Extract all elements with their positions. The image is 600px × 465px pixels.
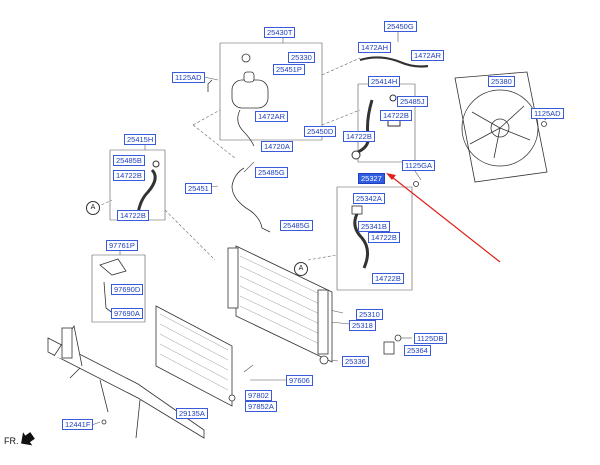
part-label-25336[interactable]: 25336 <box>342 356 369 367</box>
part-label-25415H[interactable]: 25415H <box>124 134 157 145</box>
fasteners <box>101 121 547 425</box>
part-label-14722B-b[interactable]: 14722B <box>117 210 149 221</box>
callout-a-right: A <box>294 262 308 276</box>
part-label-1472AR-mid[interactable]: 1472AR <box>255 111 289 122</box>
reservoir-group-box <box>219 42 323 141</box>
part-label-25327-highlighted[interactable]: 25327 <box>358 173 385 184</box>
part-label-1472AR-right[interactable]: 1472AR <box>411 50 445 61</box>
part-label-25364[interactable]: 25364 <box>404 345 431 356</box>
part-label-1125AD-right[interactable]: 1125AD <box>531 108 564 119</box>
front-end-carrier <box>47 324 205 439</box>
coolant-reservoir <box>207 53 269 147</box>
part-label-1125GA[interactable]: 1125GA <box>402 160 435 171</box>
part-label-14722B-left[interactable]: 14722B <box>343 131 375 142</box>
cooling-fan-assembly <box>454 71 548 183</box>
part-label-25450G[interactable]: 25450G <box>384 21 417 32</box>
part-label-25430T[interactable]: 25430T <box>264 27 296 38</box>
part-label-25450D[interactable]: 25450D <box>304 126 337 137</box>
part-label-14722B-a[interactable]: 14722B <box>113 170 145 181</box>
part-label-14722B-c[interactable]: 14722B <box>368 232 400 243</box>
callout-a-left: A <box>86 201 100 215</box>
part-label-14720A[interactable]: 14720A <box>261 141 293 152</box>
lower-left-hose <box>136 160 160 215</box>
part-label-97690D[interactable]: 97690D <box>111 284 144 295</box>
part-label-14722B-d[interactable]: 14722B <box>372 273 404 284</box>
part-label-25342A[interactable]: 25342A <box>353 193 385 204</box>
red-pointer-arrow <box>386 173 501 263</box>
lower-right-hose <box>351 205 369 269</box>
part-label-1125AD-left[interactable]: 1125AD <box>172 72 205 83</box>
part-label-25485B[interactable]: 25485B <box>113 155 145 166</box>
part-label-1125DB[interactable]: 1125DB <box>414 333 447 344</box>
condenser <box>155 305 233 407</box>
upper-hose <box>351 56 429 160</box>
part-label-25380[interactable]: 25380 <box>488 76 515 87</box>
part-label-25485J[interactable]: 25485J <box>397 96 428 107</box>
part-label-29135A[interactable]: 29135A <box>176 408 208 419</box>
part-label-97606[interactable]: 97606 <box>286 375 313 386</box>
part-label-14722B-top[interactable]: 14722B <box>380 110 412 121</box>
part-label-97852A[interactable]: 97852A <box>245 401 277 412</box>
part-label-97690A[interactable]: 97690A <box>111 308 143 319</box>
lower-hose-group-box <box>336 186 413 291</box>
part-label-25414H[interactable]: 25414H <box>368 76 401 87</box>
part-label-25330[interactable]: 25330 <box>288 52 315 63</box>
left-hose-group-box <box>109 149 166 221</box>
overflow-pipe <box>231 167 271 233</box>
part-label-25310[interactable]: 25310 <box>356 309 383 320</box>
part-label-25341B[interactable]: 25341B <box>358 221 390 232</box>
part-label-25451P[interactable]: 25451P <box>273 64 305 75</box>
bracket-group-box <box>91 254 146 323</box>
part-label-25451[interactable]: 25451 <box>185 183 212 194</box>
part-label-1472AH[interactable]: 1472AH <box>358 42 392 53</box>
part-label-97802[interactable]: 97802 <box>245 390 272 401</box>
radiator <box>227 245 333 363</box>
part-label-97761P[interactable]: 97761P <box>106 240 138 251</box>
part-label-25485G-top[interactable]: 25485G <box>255 167 288 178</box>
part-label-12441F[interactable]: 12441F <box>62 419 94 430</box>
front-direction-icon <box>21 432 35 446</box>
front-direction-label: FR. <box>4 436 19 446</box>
part-label-25485G-bottom[interactable]: 25485G <box>280 220 313 231</box>
part-label-25318[interactable]: 25318 <box>349 320 376 331</box>
